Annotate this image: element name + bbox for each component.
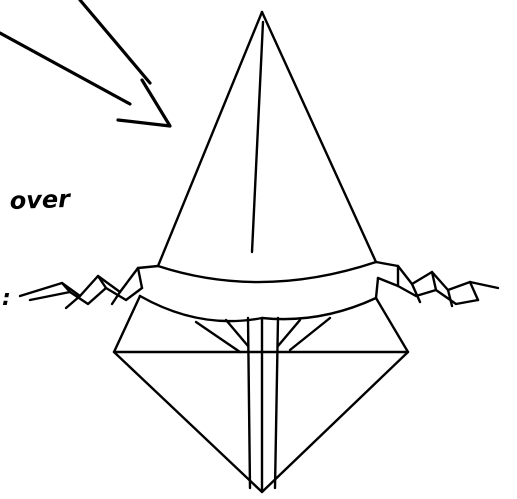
lower-body — [114, 296, 408, 492]
partial-mark: : — [2, 286, 11, 311]
right-wing — [376, 262, 498, 306]
cone — [158, 12, 376, 282]
arrow-icon — [0, 0, 170, 126]
over-label: over — [9, 185, 72, 215]
